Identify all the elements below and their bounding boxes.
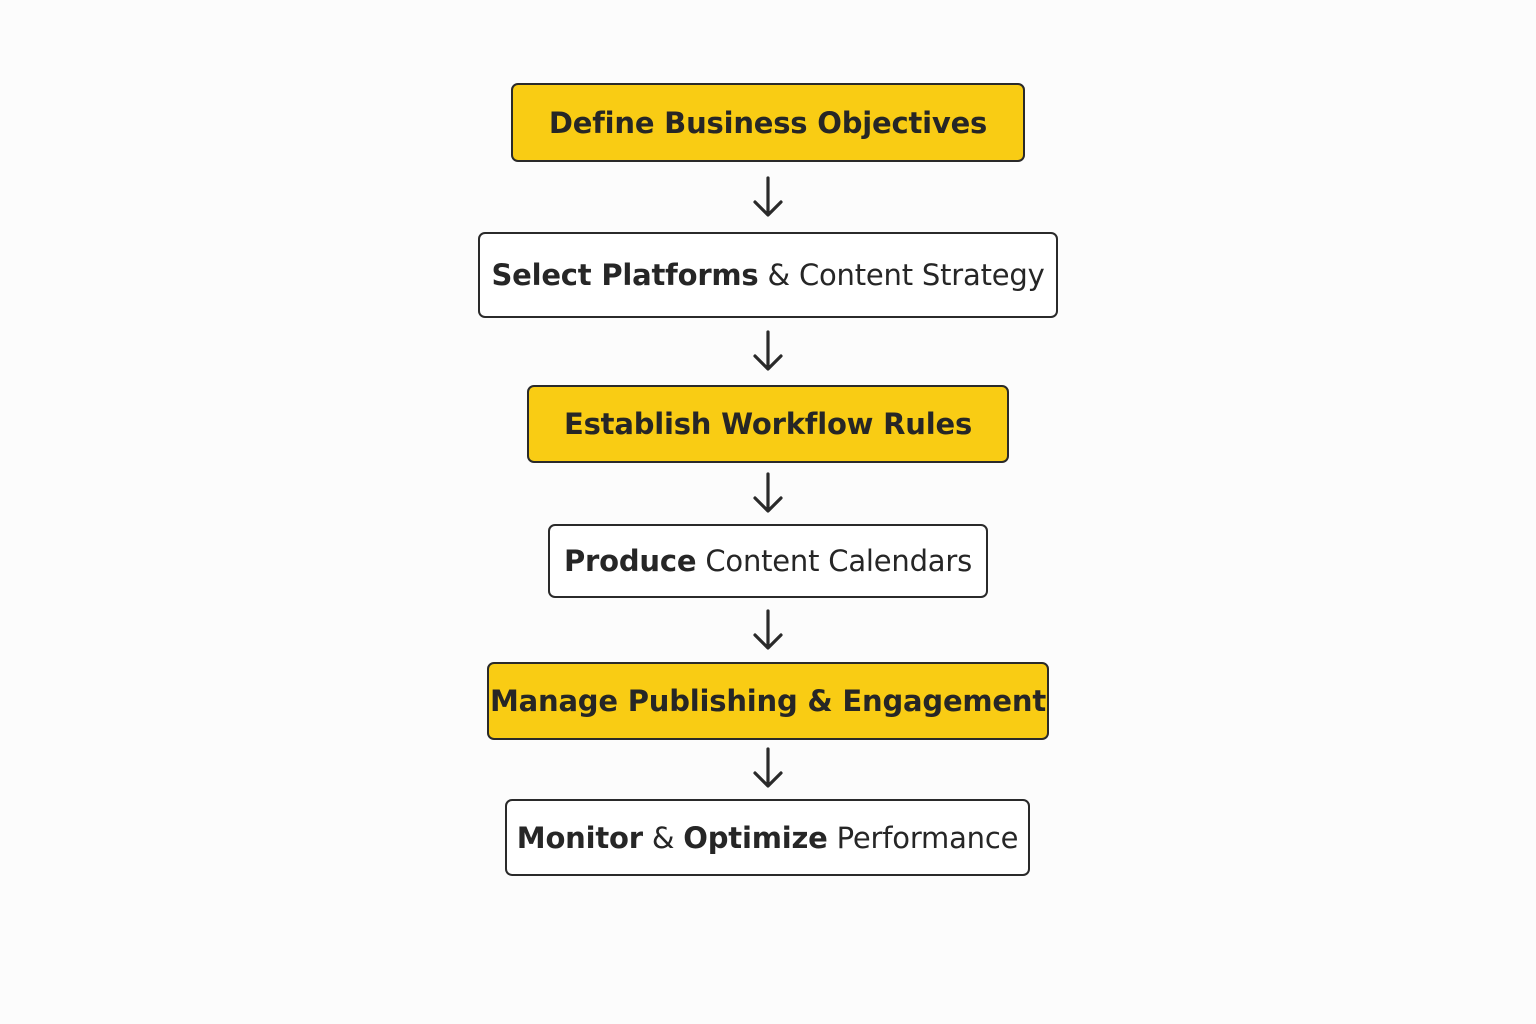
step-monitor-optimize-performance: Monitor & Optimize Performance [505, 799, 1030, 876]
step-produce-content-calendars: Produce Content Calendars [548, 524, 988, 598]
down-arrow-icon [750, 609, 786, 651]
step-manage-publishing-engagement: Manage Publishing & Engagement [487, 662, 1049, 740]
step-1-text: Define Business Objectives [548, 105, 988, 140]
step-4-text-bold: Produce [563, 544, 697, 578]
step-5-text: Manage Publishing & Engagement [489, 684, 1047, 718]
step-6-text-monitor: Monitor [516, 820, 643, 855]
step-3-text: Establish Workflow Rules [563, 407, 973, 441]
step-2-text-amp: & [758, 258, 799, 292]
down-arrow-icon [750, 472, 786, 514]
step-define-business-objectives: Define Business Objectives [511, 83, 1025, 162]
step-select-platforms: Select Platforms & Content Strategy [478, 232, 1058, 318]
step-6-text-amp: & [642, 820, 684, 855]
down-arrow-icon [750, 747, 786, 789]
step-2-text-rest: Content Strategy [798, 258, 1045, 292]
down-arrow-icon [750, 330, 786, 372]
step-6-text-rest: Performance [827, 820, 1019, 855]
down-arrow-icon [750, 176, 786, 218]
step-6-text-optimize: Optimize [683, 820, 828, 855]
step-4-text-rest: Content Calendars [696, 544, 973, 578]
step-establish-workflow-rules: Establish Workflow Rules [527, 385, 1009, 463]
step-2-text-bold: Select Platforms [491, 258, 759, 292]
